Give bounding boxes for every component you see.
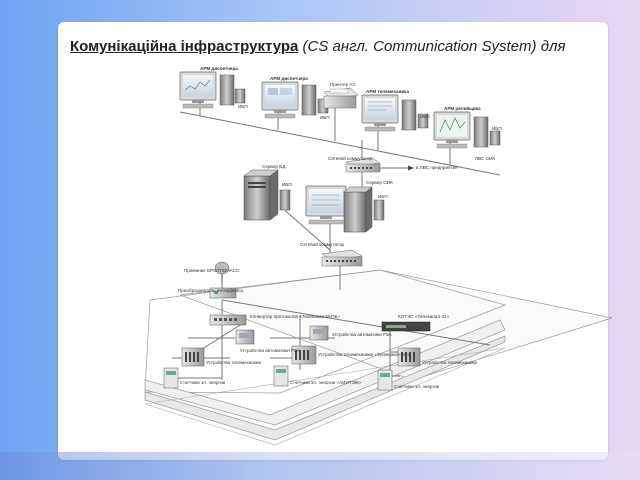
diagram-labels: АРМ диспетчера АРМ диспетчера Принтер А3… (178, 66, 502, 389)
label-ups-3: ИБП (420, 114, 430, 119)
workstation-dispatcher-2 (261, 81, 329, 119)
telemechanic-unit-2 (291, 345, 317, 365)
energy-meter-3 (377, 369, 393, 391)
workstation-telemechanic (361, 94, 429, 132)
label-server-oik: Сервер ОИК (366, 180, 393, 185)
server-db (243, 169, 291, 221)
energy-meter-1 (163, 367, 179, 389)
label-telemech-2: Устройства телемеханики «Телеканал-М2» (318, 351, 410, 357)
label-ups-1: ИБП (238, 104, 248, 109)
rza-device-2 (309, 325, 329, 341)
printer-a3 (323, 87, 359, 109)
label-ups-5: ИБП (282, 182, 292, 187)
interface-converter (209, 287, 237, 299)
label-ups-2: ИБП (320, 115, 330, 120)
label-lan-oik: ЛВС ОИК (475, 156, 495, 161)
label-rza-2: Устройства автоматики РЗА (332, 331, 393, 337)
workstation-dispatcher-1 (179, 71, 246, 109)
label-rza-1: Устройства автоматики РЗА (240, 347, 301, 353)
gps-antenna (214, 261, 230, 282)
server-oik (343, 186, 385, 233)
label-meter-1: Счетчики эл. энергии (180, 380, 226, 385)
central-workstation (305, 185, 347, 225)
label-meter-3: Счетчики эл. энергии (394, 384, 440, 389)
energy-meter-2 (273, 365, 289, 387)
label-lan-enterprise: в ЛВС предприятия (416, 165, 458, 170)
label-network-switch-1: Сетевой коммутатор (328, 155, 373, 161)
slide-title: Комунікаційна інфраструктура (CS англ. C… (70, 38, 610, 55)
network-switch-2 (321, 249, 363, 267)
telemechanic-unit-1 (181, 347, 205, 367)
label-arm-dispatcher-2: АРМ диспетчера (270, 76, 308, 81)
label-network-switch-2: Сетевой коммутатор (300, 241, 345, 247)
title-rest: (CS англ. Communication System) для (298, 38, 566, 55)
label-printer: Принтер А3 (330, 82, 355, 87)
label-ups-6: ИБП (378, 194, 388, 199)
label-kotes: КОТЭС «Телеканал-41» (398, 314, 450, 319)
workstation-relay (433, 111, 501, 149)
label-telemech-1: Устройства телемеханики (206, 359, 262, 365)
arrow-to-enterprise-lan (380, 165, 414, 171)
kotes-device (381, 321, 431, 332)
label-arm-relay: АРМ релейщика (444, 105, 481, 111)
title-bold: Комунікаційна інфраструктура (70, 38, 299, 55)
label-server-db: Сервер БД (262, 164, 286, 169)
bottom-strip (0, 452, 640, 480)
label-telemech-3: Устройства телемеханики (422, 359, 478, 365)
protocol-converter (209, 314, 247, 326)
network-switch-1 (345, 157, 381, 173)
label-arm-dispatcher-1: АРМ диспетчера (200, 66, 238, 71)
label-meter-2: Счетчики эл. энергии «АИИТЭЖ» (290, 380, 362, 385)
telemechanic-unit-3 (397, 347, 421, 367)
label-ups-4: ИБП (492, 126, 502, 131)
label-gps: Приемник GPS/ГЛОНАСС (184, 268, 240, 273)
rza-device-1 (235, 329, 255, 345)
label-arm-telemechanic: АРМ телемеханика (366, 89, 409, 94)
label-interface-converter: Преобразователь интерфейса (178, 287, 243, 293)
label-protocol-converter: Конвертер протоколов «Телеканал-М-ПК» (250, 314, 340, 319)
